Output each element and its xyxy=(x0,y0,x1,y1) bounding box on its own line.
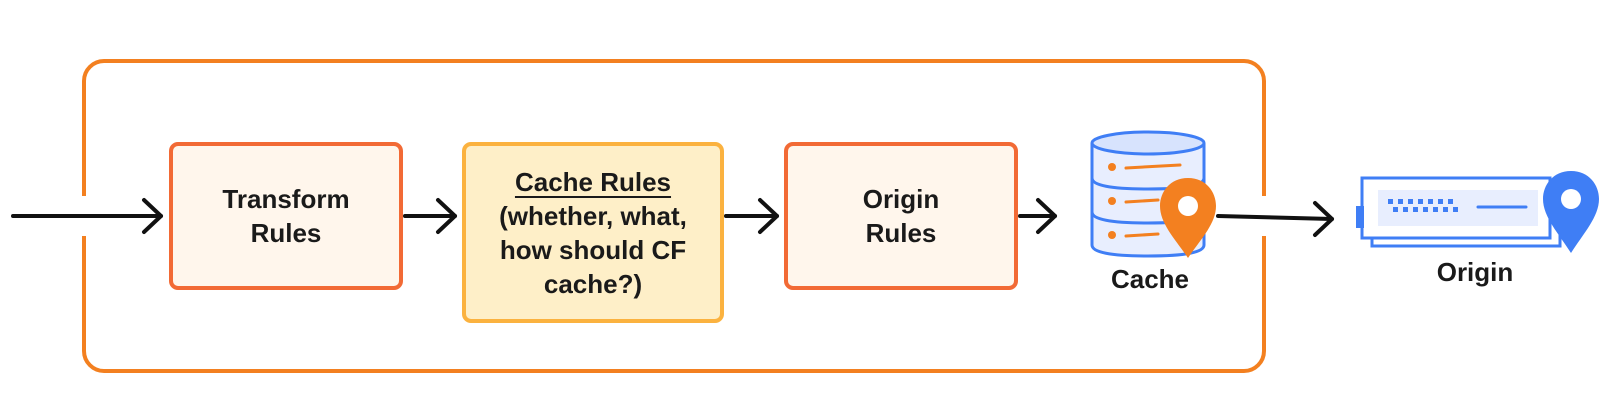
transform-rules-line1: Transform xyxy=(222,184,350,214)
cache-rules-line2: how should CF xyxy=(499,234,687,265)
transform-rules-line2: Rules xyxy=(250,218,322,248)
origin-rules-line2: Rules xyxy=(865,218,937,248)
cache-rules-line1: (whether, what, xyxy=(499,200,687,231)
arrow-origin-rules-to-cache xyxy=(1018,198,1057,234)
arrow-into-transform xyxy=(11,198,163,234)
cache-location-pin-icon xyxy=(1160,178,1216,258)
server-icon xyxy=(1356,176,1562,248)
transform-rules-box: Transform Rules xyxy=(169,142,403,290)
origin-rules-line1: Origin xyxy=(862,184,940,214)
cache-rules-line3: cache?) xyxy=(543,268,643,299)
origin-rules-box: Origin Rules xyxy=(784,142,1018,290)
origin-label: Origin xyxy=(1436,257,1514,287)
cache-rules-title: Cache Rules xyxy=(514,166,672,197)
cache-label: Cache xyxy=(1110,264,1190,294)
arrow-cache-rules-to-origin-rules xyxy=(724,198,779,234)
origin-location-pin-icon xyxy=(1543,171,1599,253)
arrow-transform-to-cache-rules xyxy=(403,198,457,234)
arrow-cache-to-origin xyxy=(1216,201,1334,237)
cache-rules-box: Cache Rules (whether, what, how should C… xyxy=(462,142,724,323)
